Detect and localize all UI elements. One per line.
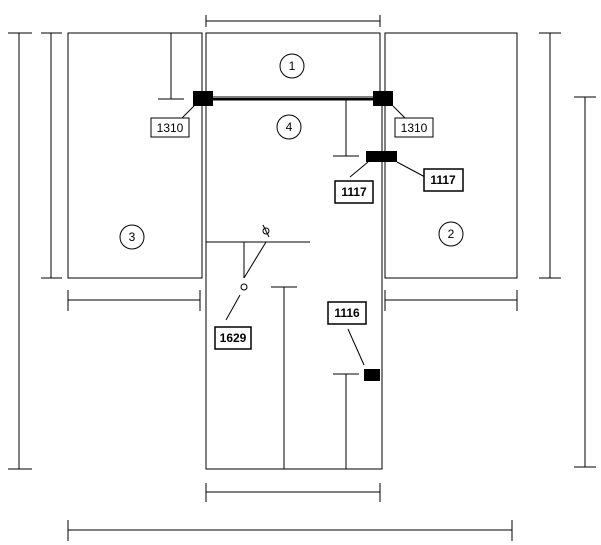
leader-1116 [347,328,365,366]
leader-1310-right [392,105,406,119]
zone-1-marker: 1 [279,53,305,79]
dimension-right-room-width [384,290,518,311]
label-1310-right-text: 1310 [401,121,428,135]
label-1310-left-text: 1310 [157,121,184,135]
label-1117-right-text: 1117 [430,173,456,187]
dimension-left-inner [41,32,62,279]
leader-1117-left [349,161,369,178]
room-3-outline [67,32,203,279]
room-1-outline [205,32,381,98]
label-1116: 1116 [327,301,367,325]
dimension-right-outer [574,96,596,468]
label-1629: 1629 [214,326,252,350]
dimension-top [205,15,381,27]
label-1117-right: 1117 [423,168,464,192]
label-1117-left: 1117 [334,180,374,204]
connector-1117 [366,151,397,162]
zone-3-number: 3 [129,230,136,244]
room-4-switch [206,224,310,321]
label-1310-right: 1310 [394,117,434,138]
zone-1-number: 1 [289,59,296,73]
dimension-overall-bottom [67,520,513,541]
zone-3-marker: 3 [119,224,145,250]
leader-1117-right [396,161,426,178]
zone-2-marker: 2 [438,221,464,247]
label-1310-left: 1310 [150,117,190,138]
room-3-marker [158,33,184,100]
room-4-marker-center [271,286,297,469]
room-4-marker-right [333,373,359,469]
zone-4-marker: 4 [276,114,302,140]
connector-1116 [364,369,380,381]
room-4-marker-top [333,100,359,157]
connector-top-right [373,91,393,106]
leader-1310-left [181,105,195,119]
dimension-left-room-width [67,290,201,311]
dimension-right-inner [539,32,561,279]
connector-top-left [193,91,213,106]
room-4-outline [205,99,383,470]
dimension-center-bottom [205,483,381,502]
zone-4-number: 4 [286,120,293,134]
label-1629-text: 1629 [220,331,247,345]
label-1116-text: 1116 [334,306,360,320]
dimension-left-outer [8,32,32,470]
label-1117-left-text: 1117 [341,185,367,199]
zone-2-number: 2 [448,227,455,241]
